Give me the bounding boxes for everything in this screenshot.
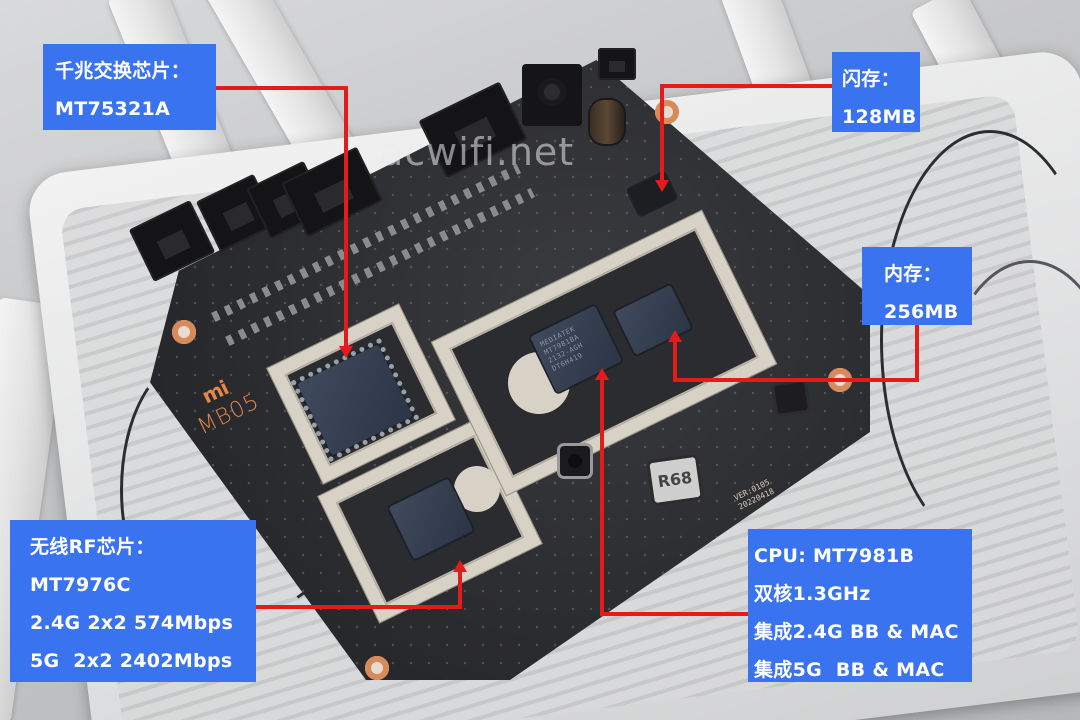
- leader-line-rf: [458, 568, 462, 609]
- leader-line-ram: [673, 378, 919, 382]
- label-ram: 内存： 256MB: [862, 247, 972, 325]
- arrow-switch: [339, 346, 353, 358]
- antenna-cable: [120, 360, 260, 620]
- leader-line-cpu: [600, 378, 604, 616]
- arrow-flash: [655, 180, 669, 192]
- mounting-hole: [655, 100, 679, 124]
- leader-line-ram: [915, 322, 919, 380]
- leader-line-switch: [216, 86, 348, 90]
- capacitor: [590, 100, 624, 144]
- shield-pickup-pad: [454, 466, 500, 512]
- inductor-r68: R68: [649, 456, 701, 504]
- arrow-rf: [453, 560, 467, 572]
- label-line: 256MB: [884, 301, 959, 323]
- arrow-ram: [668, 330, 682, 342]
- reset-connector: [598, 48, 636, 80]
- leader-line-rf: [256, 605, 462, 609]
- label-cpu: CPU: MT7981B 双核1.3GHz 集成2.4G BB & MAC 集成…: [748, 529, 972, 682]
- inductor: [774, 382, 808, 414]
- label-line: 2.4G 2x2 574Mbps: [30, 612, 234, 634]
- leader-line-flash: [662, 84, 832, 88]
- mounting-hole: [172, 320, 196, 344]
- label-switch-chip: 千兆交换芯片： MT75321A: [43, 44, 216, 130]
- label-line: 无线RF芯片：: [30, 536, 155, 558]
- leader-line-cpu: [600, 612, 748, 616]
- label-line: 双核1.3GHz: [754, 583, 871, 605]
- label-line: 集成2.4G BB & MAC: [754, 621, 959, 643]
- watermark: acwifi.net: [380, 130, 575, 174]
- label-line: MT75321A: [55, 98, 171, 120]
- label-line: 5G 2x2 2402Mbps: [30, 650, 233, 672]
- label-rf-chip: 无线RF芯片： MT7976C 2.4G 2x2 574Mbps 5G 2x2 …: [10, 520, 256, 682]
- label-line: 集成5G BB & MAC: [754, 659, 945, 681]
- soc-marking: MEDIATEK MT7981BA 2132-AGH DT6H419: [538, 324, 585, 373]
- leader-line-ram: [673, 340, 677, 382]
- leader-line-switch: [344, 86, 348, 348]
- label-line: MT7976C: [30, 574, 131, 596]
- mounting-hole: [365, 656, 389, 680]
- label-flash: 闪存： 128MB: [832, 52, 920, 132]
- label-line: 闪存：: [842, 68, 900, 90]
- arrow-cpu: [595, 368, 609, 380]
- leader-line-flash: [660, 84, 664, 182]
- label-line: 内存：: [884, 263, 942, 285]
- label-line: 128MB: [842, 106, 917, 128]
- label-line: CPU: MT7981B: [754, 545, 915, 567]
- label-line: 千兆交换芯片：: [55, 60, 191, 82]
- antenna-cable: [880, 130, 1080, 550]
- dc-power-jack: [522, 64, 582, 126]
- wps-button: [560, 446, 590, 476]
